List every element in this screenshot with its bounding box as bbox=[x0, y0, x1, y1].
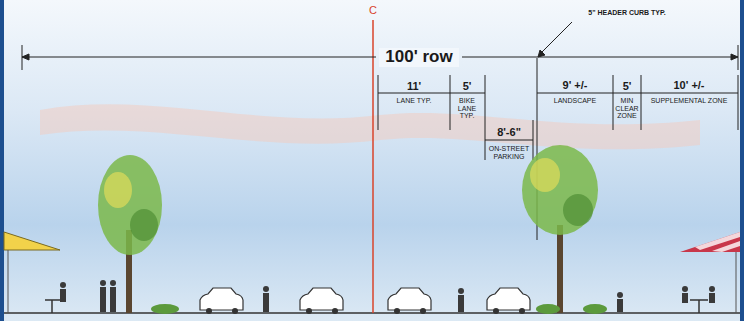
cafe-table bbox=[45, 300, 708, 313]
dimension-label: 100' row bbox=[379, 48, 459, 67]
awning bbox=[680, 232, 740, 313]
zone-label: BIKE LANE TYP. bbox=[451, 97, 483, 120]
tree bbox=[522, 145, 598, 313]
zone-label: SUPPLEMENTAL ZONE bbox=[644, 97, 734, 105]
zone-label: LANE TYP. bbox=[394, 97, 434, 105]
centerline-symbol: C bbox=[366, 4, 380, 16]
frame-edge bbox=[740, 0, 744, 321]
dimension-label: 10' +/- bbox=[644, 79, 734, 91]
dimension-label: 5' bbox=[614, 80, 640, 92]
zone-label: MIN CLEAR ZONE bbox=[614, 97, 640, 120]
dimension-label: 11' bbox=[394, 80, 434, 92]
ground-line bbox=[4, 312, 740, 314]
awning bbox=[4, 232, 60, 250]
people bbox=[60, 280, 715, 312]
dimension-label: 5' bbox=[452, 80, 482, 92]
car bbox=[200, 288, 530, 310]
frame-edge bbox=[0, 0, 4, 321]
sky-band bbox=[40, 104, 700, 149]
car-wheels bbox=[206, 308, 525, 314]
zone-label: ON-STREET PARKING bbox=[487, 145, 531, 160]
note-label: 5" HEADER CURB TYP. bbox=[572, 9, 682, 17]
zone-label: LANDSCAPE bbox=[540, 97, 610, 105]
dimension-label: 9' +/- bbox=[540, 79, 610, 91]
centerline bbox=[372, 20, 374, 313]
awning-post bbox=[8, 250, 9, 313]
tree bbox=[98, 155, 162, 313]
dimension-label: 8'-6" bbox=[487, 126, 531, 138]
